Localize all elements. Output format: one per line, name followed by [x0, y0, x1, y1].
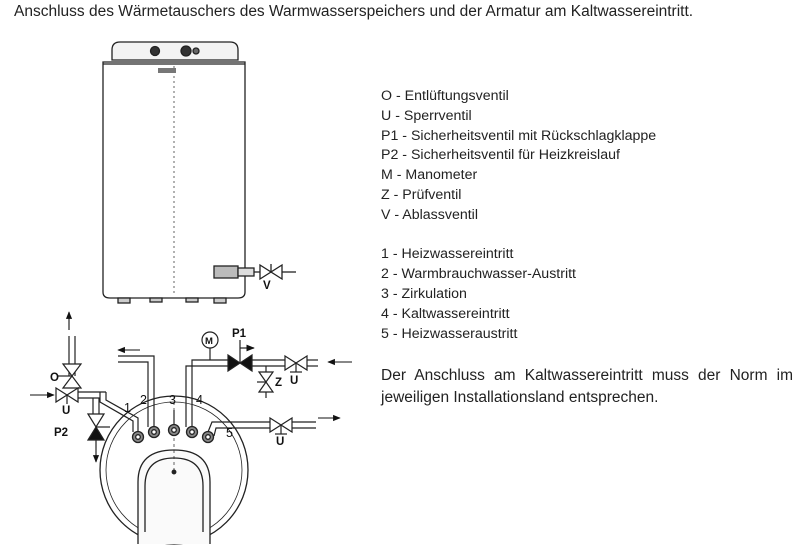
legend-item-1: 1 - Heizwassereintritt: [381, 246, 514, 263]
connection-number-2: 2: [140, 393, 147, 407]
legend-item-3: 3 - Zirkulation: [381, 285, 467, 302]
connection-number-3: 3: [169, 393, 176, 407]
legend-item-5: 5 - Heizwasseraustritt: [381, 325, 518, 342]
page-title: Anschluss des Wärmetauschers des Warmwas…: [14, 3, 694, 20]
piping: [68, 336, 318, 448]
socket-1-icon: [131, 430, 145, 444]
socket-5-icon: [201, 430, 215, 444]
manometer-icon: [201, 331, 219, 349]
legend: O - Entlüftungsventil U - Sperrventil P1…: [381, 87, 656, 344]
label-o: O: [50, 372, 59, 384]
shutoff-valve-bottom-right-icon: [269, 416, 293, 435]
vent-valve-icon: [58, 363, 83, 389]
socket-2-icon: [147, 425, 161, 439]
control-knob-icon: [149, 45, 200, 57]
connection-number-4: 4: [196, 393, 203, 407]
tank-side-view: [102, 41, 296, 304]
norm-note-line-1: Der Anschluss am Kaltwassereintritt muss…: [381, 367, 793, 384]
label-u-top-right: U: [290, 375, 298, 387]
shutoff-valve-left-icon: [55, 386, 79, 404]
brand-logo: [158, 68, 176, 73]
norm-note-line-2: jeweiligen Installationsland entsprechen…: [381, 389, 659, 406]
norm-note: Der Anschluss am Kaltwassereintritt muss…: [381, 365, 793, 409]
legend-item-p2: P2 - Sicherheitsventil für Heizkreislauf: [381, 147, 620, 164]
legend-item-m: M - Manometer: [381, 167, 478, 184]
safety-valve-p2-icon: [86, 413, 110, 441]
shutoff-valve-top-right-icon: [284, 354, 308, 373]
legend-item-z: Z - Prüfventil: [381, 186, 462, 203]
label-p2: P2: [54, 427, 68, 439]
legend-item-p1: P1 - Sicherheitsventil mit Rückschlagkla…: [381, 127, 657, 144]
legend-item-o: O - Entlüftungsventil: [381, 88, 509, 104]
drain-valve-icon: [259, 263, 283, 281]
tank-top-view: [99, 395, 249, 545]
label-v: V: [263, 280, 271, 292]
legend-item-u: U - Sperrventil: [381, 107, 472, 124]
label-u-left: U: [62, 405, 70, 417]
legend-item-4: 4 - Kaltwassereintritt: [381, 305, 510, 322]
label-z: Z: [275, 377, 282, 389]
connection-number-1: 1: [124, 401, 131, 415]
label-p1: P1: [232, 328, 247, 340]
test-valve-icon: [257, 371, 275, 393]
legend-item-v: V - Ablassventil: [381, 206, 478, 223]
label-u-bottom-right: U: [276, 436, 284, 448]
socket-4-icon: [185, 425, 199, 439]
socket-3-icon: [167, 423, 181, 437]
connection-number-5: 5: [226, 426, 233, 440]
legend-item-2: 2 - Warmbrauchwasser-Austritt: [381, 266, 576, 283]
label-m: M: [205, 336, 213, 347]
safety-valve-p1-icon: [227, 340, 255, 373]
